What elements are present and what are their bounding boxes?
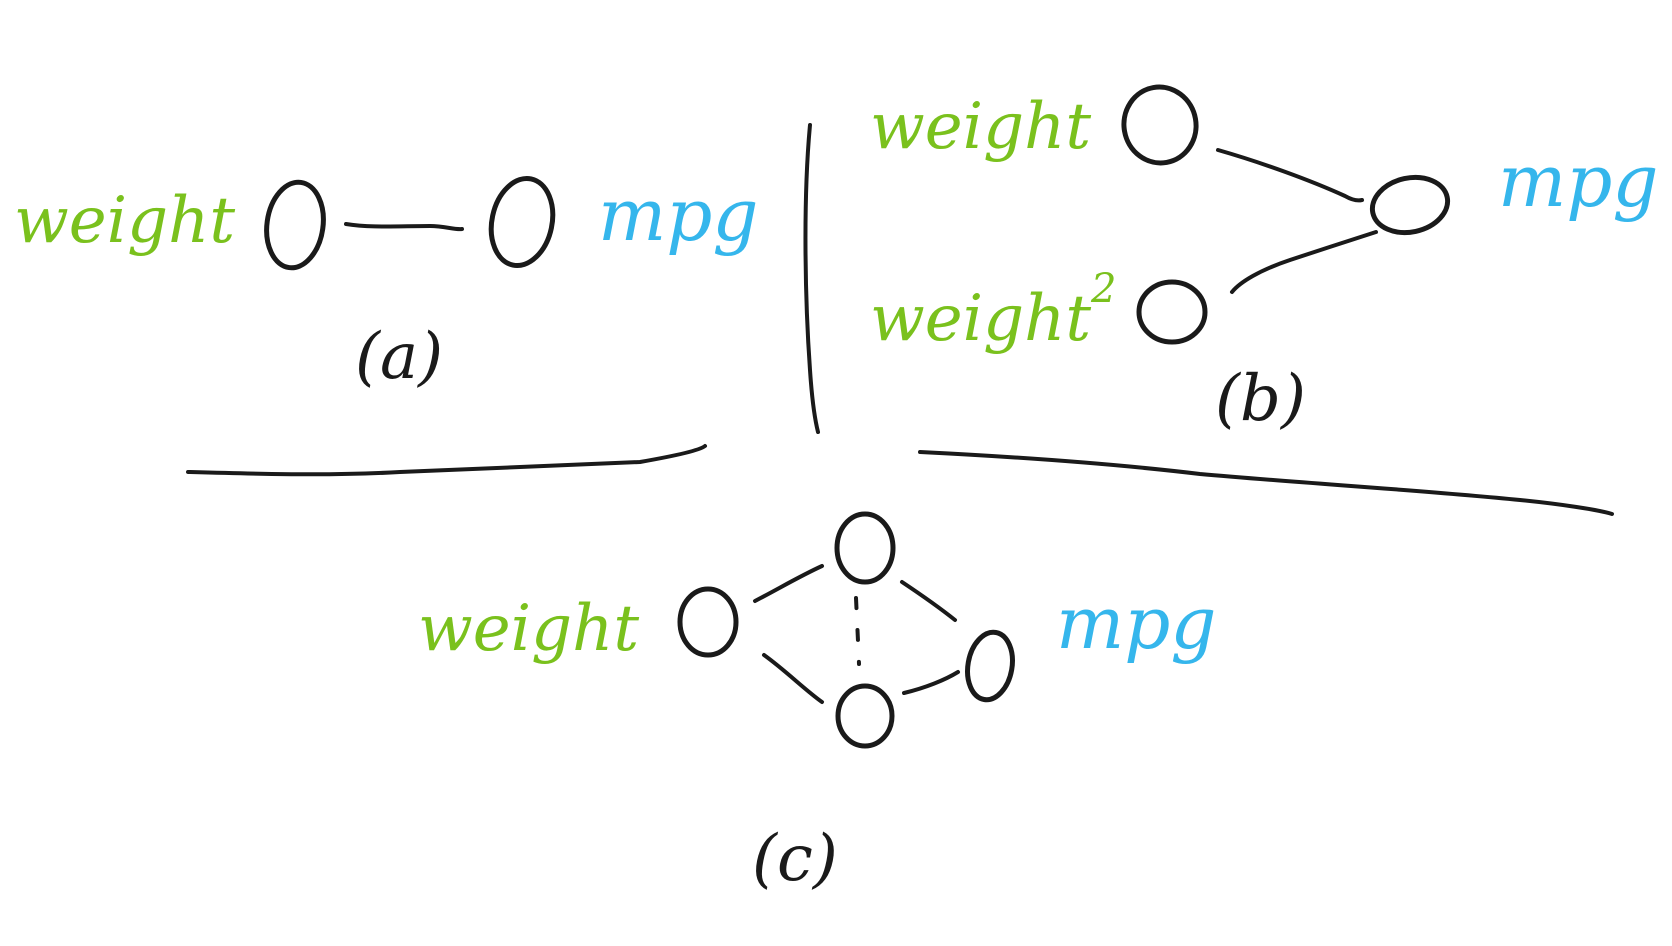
panel-c-hidden-node-bottom xyxy=(835,683,895,749)
panel-b-edge-weight-squared xyxy=(1230,230,1378,294)
panel-c-dashed-edge-hidden xyxy=(854,596,861,666)
panel-c-output-label: mpg xyxy=(1056,581,1216,665)
panel-b: weight weight2 mpg (b) xyxy=(870,84,1658,436)
panel-c-output-node xyxy=(965,629,1015,703)
panel-b-input-node-weight xyxy=(1121,84,1199,166)
left-horizontal-divider xyxy=(186,444,707,477)
panel-a-output-label: mpg xyxy=(598,173,758,257)
panel-b-caption: (b) xyxy=(1215,362,1306,436)
vertical-divider xyxy=(803,123,820,434)
right-horizontal-divider xyxy=(918,450,1614,516)
panel-b-edge-weight xyxy=(1216,148,1364,203)
panel-c-hidden-node-top xyxy=(834,511,896,585)
panel-a-caption: (a) xyxy=(355,320,443,394)
panel-a-input-node xyxy=(264,179,326,271)
panel-b-input-label-weight: weight xyxy=(870,90,1091,164)
panel-c-input-node xyxy=(677,586,739,658)
panel-b-input-node-weight-squared xyxy=(1136,279,1208,345)
panel-b-output-label: mpg xyxy=(1498,139,1658,223)
panel-b-weight-squared-exponent: 2 xyxy=(1090,266,1116,312)
panel-c: weight mpg (c) xyxy=(418,511,1216,896)
panel-b-weight-squared-base: weight xyxy=(870,282,1091,356)
panel-b-input-label-weight-squared: weight2 xyxy=(870,266,1116,356)
panel-a-edge xyxy=(344,222,464,232)
panel-a-input-label: weight xyxy=(14,184,235,258)
panel-c-input-label: weight xyxy=(418,592,639,666)
panel-b-output-node xyxy=(1369,174,1451,236)
panel-c-caption: (c) xyxy=(752,822,838,896)
panel-a-output-node xyxy=(488,176,556,268)
panel-c-edge-top-output xyxy=(900,580,957,622)
panel-c-edge-input-top xyxy=(753,564,824,603)
panel-c-edge-bottom-output xyxy=(902,670,960,695)
panel-a: weight mpg (a) xyxy=(14,173,758,394)
panel-c-edge-input-bottom xyxy=(762,653,824,704)
